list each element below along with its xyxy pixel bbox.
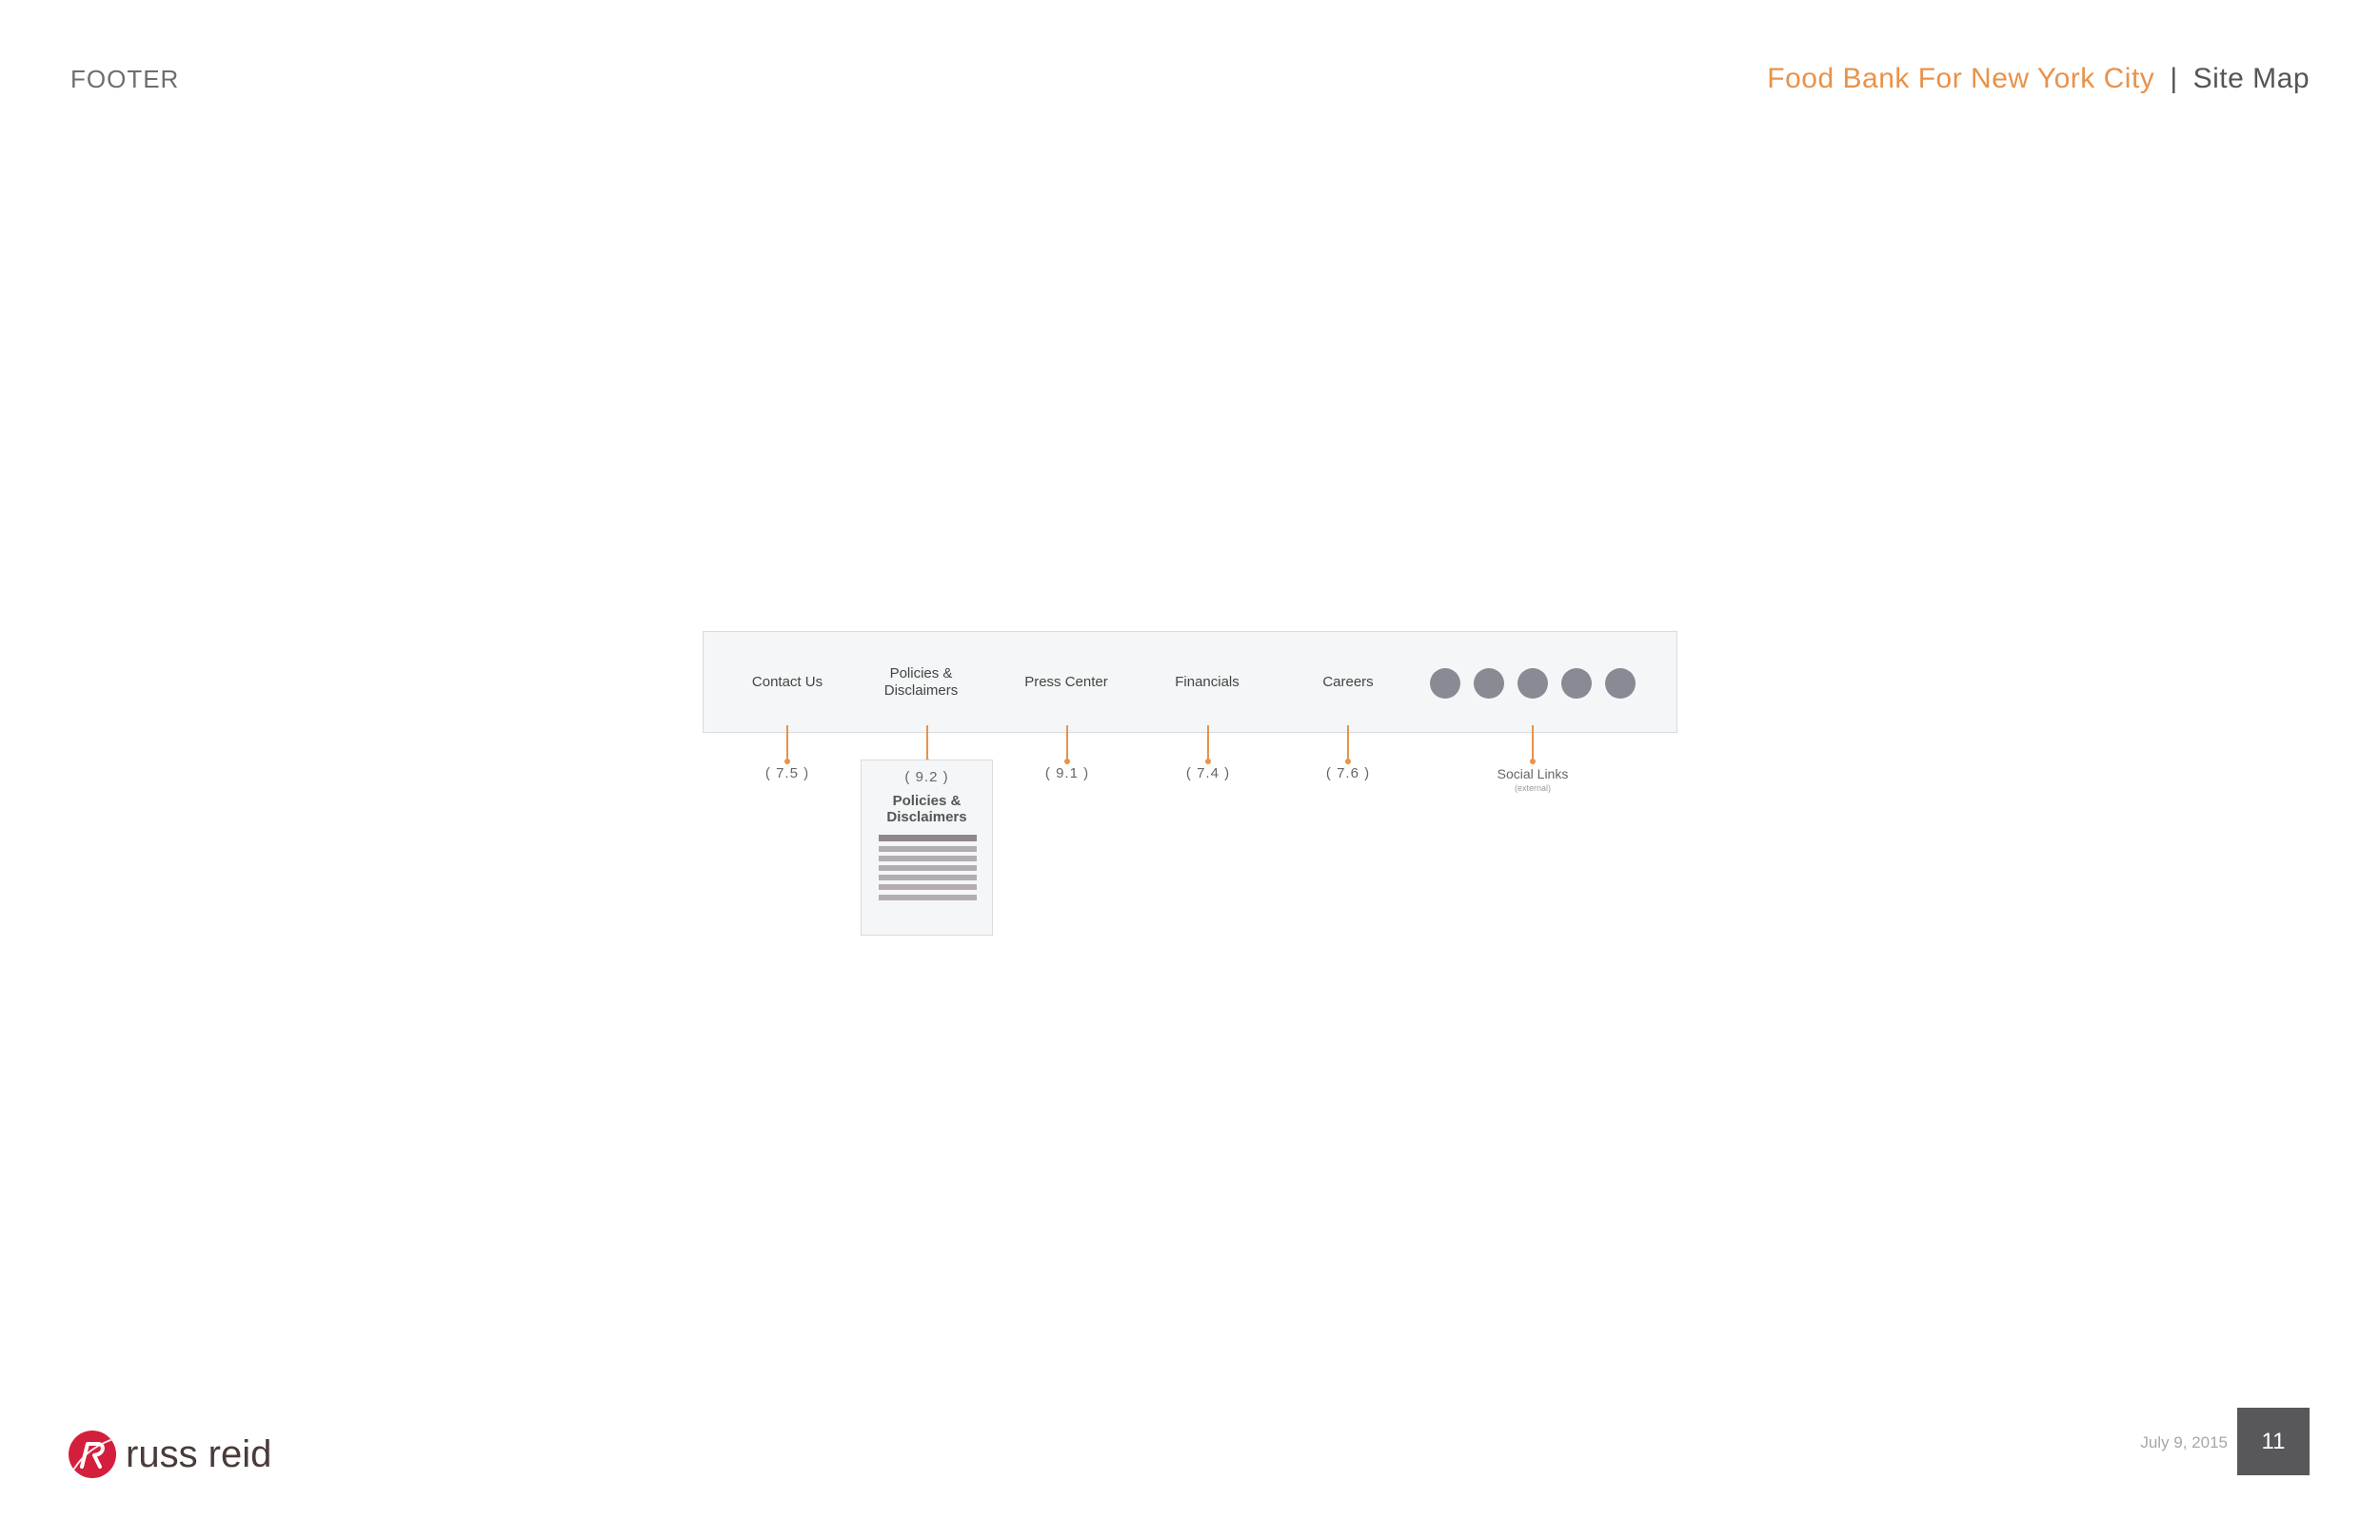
logo-text: russ reid xyxy=(126,1432,272,1475)
footer-link-financials[interactable]: Financials xyxy=(1175,673,1240,690)
text-line-placeholder xyxy=(879,846,977,852)
footer-link-press-center[interactable]: Press Center xyxy=(1024,673,1108,690)
social-links-note: (external) xyxy=(1514,783,1551,793)
logo-r-icon xyxy=(69,1431,116,1478)
document-date: July 9, 2015 xyxy=(2140,1433,2228,1451)
policies-page-card: ( 9.2 ) Policies & Disclaimers xyxy=(861,760,993,936)
footer-link-careers[interactable]: Careers xyxy=(1322,673,1374,690)
document-title: Food Bank For New York City | Site Map xyxy=(1767,63,2310,95)
social-icon[interactable] xyxy=(1474,668,1504,699)
policies-page-title: Policies & Disclaimers xyxy=(886,793,967,825)
ref-press-center: ( 9.1 ) xyxy=(1044,765,1090,781)
client-name: Food Bank For New York City xyxy=(1767,63,2155,94)
ref-contact-us: ( 7.5 ) xyxy=(764,765,810,781)
connector-contact-us xyxy=(784,725,790,764)
text-line-placeholder xyxy=(879,856,977,861)
page-number: 11 xyxy=(2237,1408,2310,1475)
text-line-placeholder xyxy=(879,835,977,841)
russ-reid-logo: russ reid xyxy=(69,1430,271,1479)
ref-careers: ( 7.6 ) xyxy=(1325,765,1371,781)
footer-bar: Contact Us Policies & Disclaimers Press … xyxy=(703,631,1677,733)
policies-page-ref: ( 9.2 ) xyxy=(904,769,949,785)
social-links-label: Social Links xyxy=(1497,766,1569,781)
social-icon[interactable] xyxy=(1561,668,1592,699)
footer-link-policies[interactable]: Policies & Disclaimers xyxy=(883,665,959,699)
text-line-placeholder xyxy=(879,895,977,900)
connector-social xyxy=(1530,725,1536,764)
connector-financials xyxy=(1205,725,1211,764)
social-icon[interactable] xyxy=(1430,668,1460,699)
connector-press-center xyxy=(1064,725,1070,764)
text-line-placeholder xyxy=(879,884,977,890)
social-icon[interactable] xyxy=(1605,668,1636,699)
connector-policies xyxy=(924,725,930,764)
footer-link-contact-us[interactable]: Contact Us xyxy=(751,673,823,690)
section-label: FOOTER xyxy=(70,65,180,93)
title-separator: | xyxy=(2170,63,2178,94)
connector-careers xyxy=(1345,725,1351,764)
text-line-placeholder xyxy=(879,865,977,871)
page-kind: Site Map xyxy=(2192,63,2310,94)
text-line-placeholder xyxy=(879,875,977,880)
social-icon[interactable] xyxy=(1517,668,1548,699)
ref-financials: ( 7.4 ) xyxy=(1185,765,1231,781)
